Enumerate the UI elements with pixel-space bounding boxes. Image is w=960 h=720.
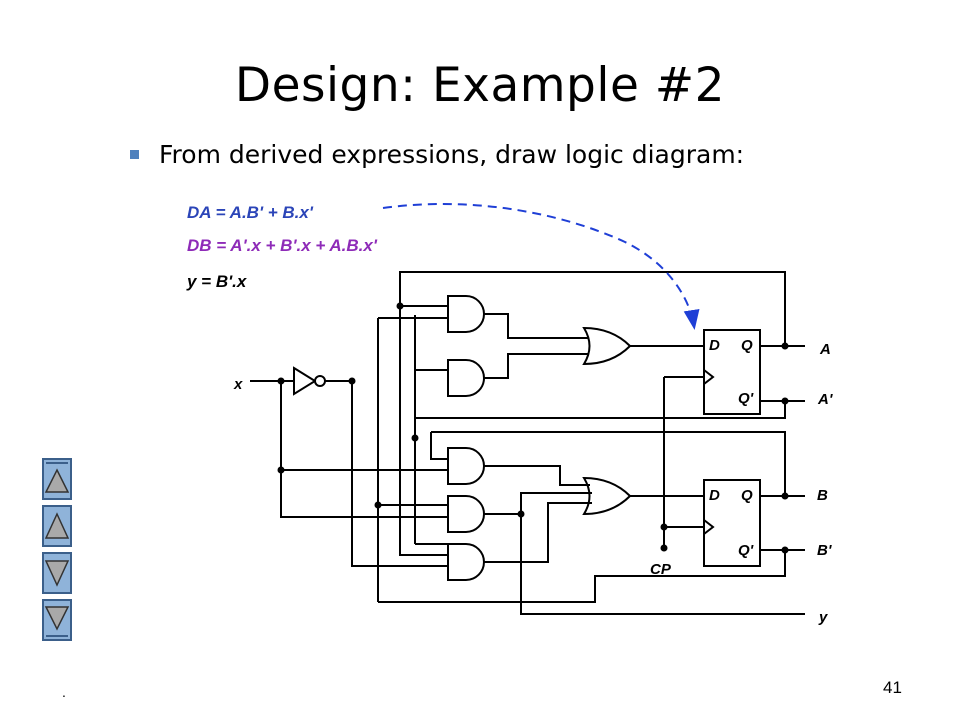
junction-dot bbox=[781, 397, 789, 405]
junction-dot bbox=[660, 523, 668, 531]
and-gate-4 bbox=[447, 495, 485, 533]
footer-mark: . bbox=[62, 684, 66, 700]
clock-mark-a bbox=[703, 369, 715, 385]
page-number: 41 bbox=[883, 678, 902, 697]
label-output-a: A bbox=[819, 341, 831, 358]
label-output-a-bar: A' bbox=[817, 391, 833, 408]
label-q-a: Q bbox=[741, 337, 753, 354]
flip-flop-b bbox=[703, 479, 761, 567]
equation-da: DA = A.B' + B.x' bbox=[187, 203, 313, 222]
equation-y: y = B'.x bbox=[187, 272, 247, 291]
label-d-b: D bbox=[709, 487, 720, 504]
label-output-y: y bbox=[818, 609, 828, 626]
or-gate-2 bbox=[582, 476, 632, 516]
clock-mark-b bbox=[703, 519, 715, 535]
inverter-bubble bbox=[314, 375, 326, 387]
label-qbar-b: Q' bbox=[738, 542, 754, 559]
junction-dot bbox=[781, 342, 789, 350]
junction-dot bbox=[781, 492, 789, 500]
and-gate-5 bbox=[447, 543, 485, 581]
label-x: x bbox=[233, 376, 243, 393]
junction-dot bbox=[660, 544, 668, 552]
label-q-b: Q bbox=[741, 487, 753, 504]
junction-dot bbox=[374, 501, 382, 509]
previous-slide-icon[interactable] bbox=[42, 505, 72, 547]
first-slide-icon[interactable] bbox=[42, 458, 72, 500]
slide-title: Design: Example #2 bbox=[234, 58, 726, 113]
flip-flop-a bbox=[703, 329, 761, 415]
label-output-b-bar: B' bbox=[817, 542, 832, 559]
junction-dot bbox=[781, 546, 789, 554]
junction-dot bbox=[517, 510, 525, 518]
junction-dot bbox=[348, 377, 356, 385]
junction-dot bbox=[277, 466, 285, 474]
label-d-a: D bbox=[709, 337, 720, 354]
da-arrow bbox=[382, 203, 700, 330]
and-gate-3 bbox=[447, 447, 485, 485]
inverter bbox=[293, 366, 317, 396]
next-slide-icon[interactable] bbox=[42, 552, 72, 594]
bullet-text: From derived expressions, draw logic dia… bbox=[159, 140, 745, 169]
junction-dot bbox=[396, 302, 404, 310]
or-gate-1 bbox=[582, 326, 632, 366]
bullet-square-icon bbox=[130, 150, 139, 159]
junction-dot bbox=[277, 377, 285, 385]
and-gate-1 bbox=[447, 295, 485, 333]
label-output-b: B bbox=[817, 487, 828, 504]
equation-db: DB = A'.x + B'.x + A.B.x' bbox=[187, 236, 377, 255]
last-slide-icon[interactable] bbox=[42, 599, 72, 641]
bullet-item: From derived expressions, draw logic dia… bbox=[130, 140, 744, 169]
label-qbar-a: Q' bbox=[738, 390, 754, 407]
and-gate-2 bbox=[447, 359, 485, 397]
junction-dot bbox=[411, 434, 419, 442]
label-cp: CP bbox=[650, 561, 672, 578]
